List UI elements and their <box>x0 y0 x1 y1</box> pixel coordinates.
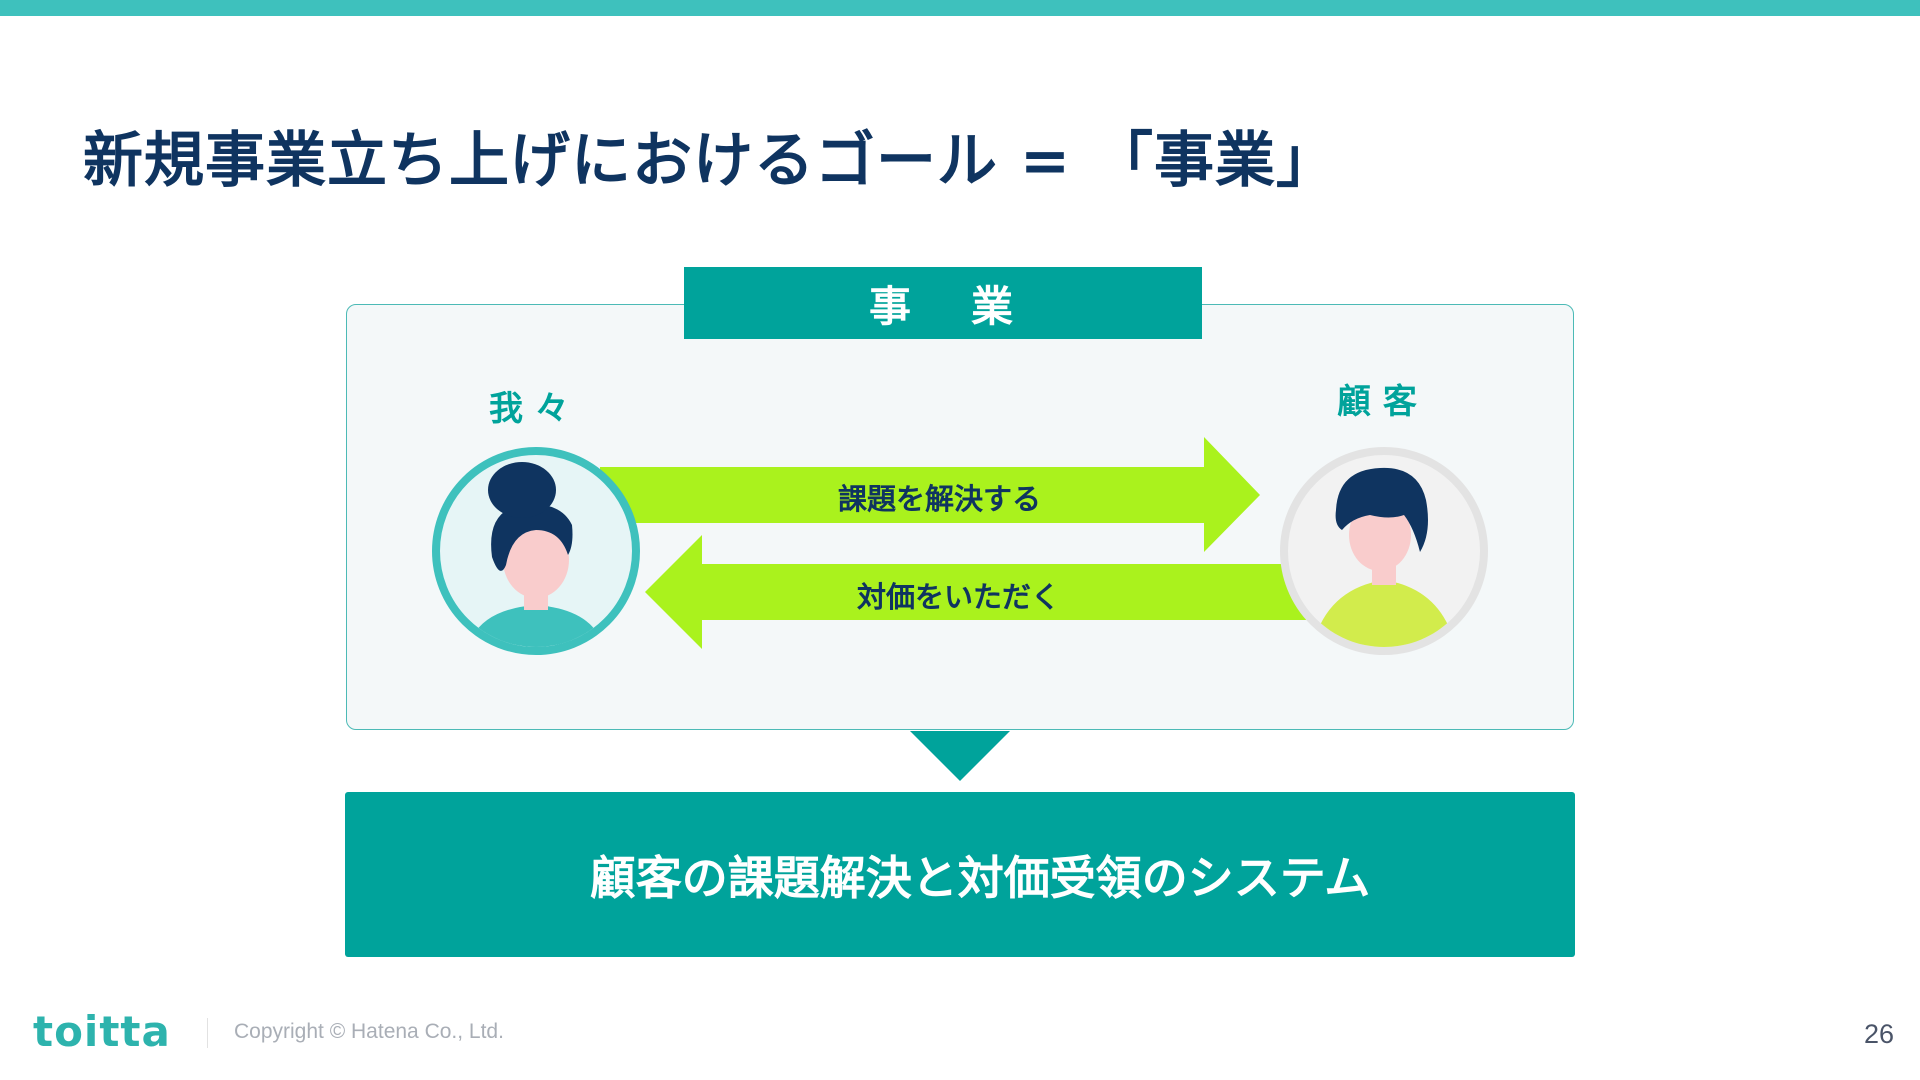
toitta-logo: toitta <box>33 1007 171 1056</box>
footer-divider <box>207 1018 208 1048</box>
triangle-down-icon <box>910 731 1010 781</box>
bottom-arrow-label: 対価をいただく <box>857 574 1060 616</box>
man-avatar-icon <box>1284 451 1484 660</box>
copyright-text: Copyright © Hatena Co., Ltd. <box>234 1020 504 1044</box>
page-number: 26 <box>1864 1019 1894 1050</box>
top-arrow-label: 課題を解決する <box>838 476 1041 518</box>
conclusion-text: 顧客の課題解決と対価受領のシステム <box>590 842 1371 908</box>
woman-avatar-icon <box>436 451 636 660</box>
conclusion-box: 顧客の課題解決と対価受領のシステム <box>345 792 1575 957</box>
